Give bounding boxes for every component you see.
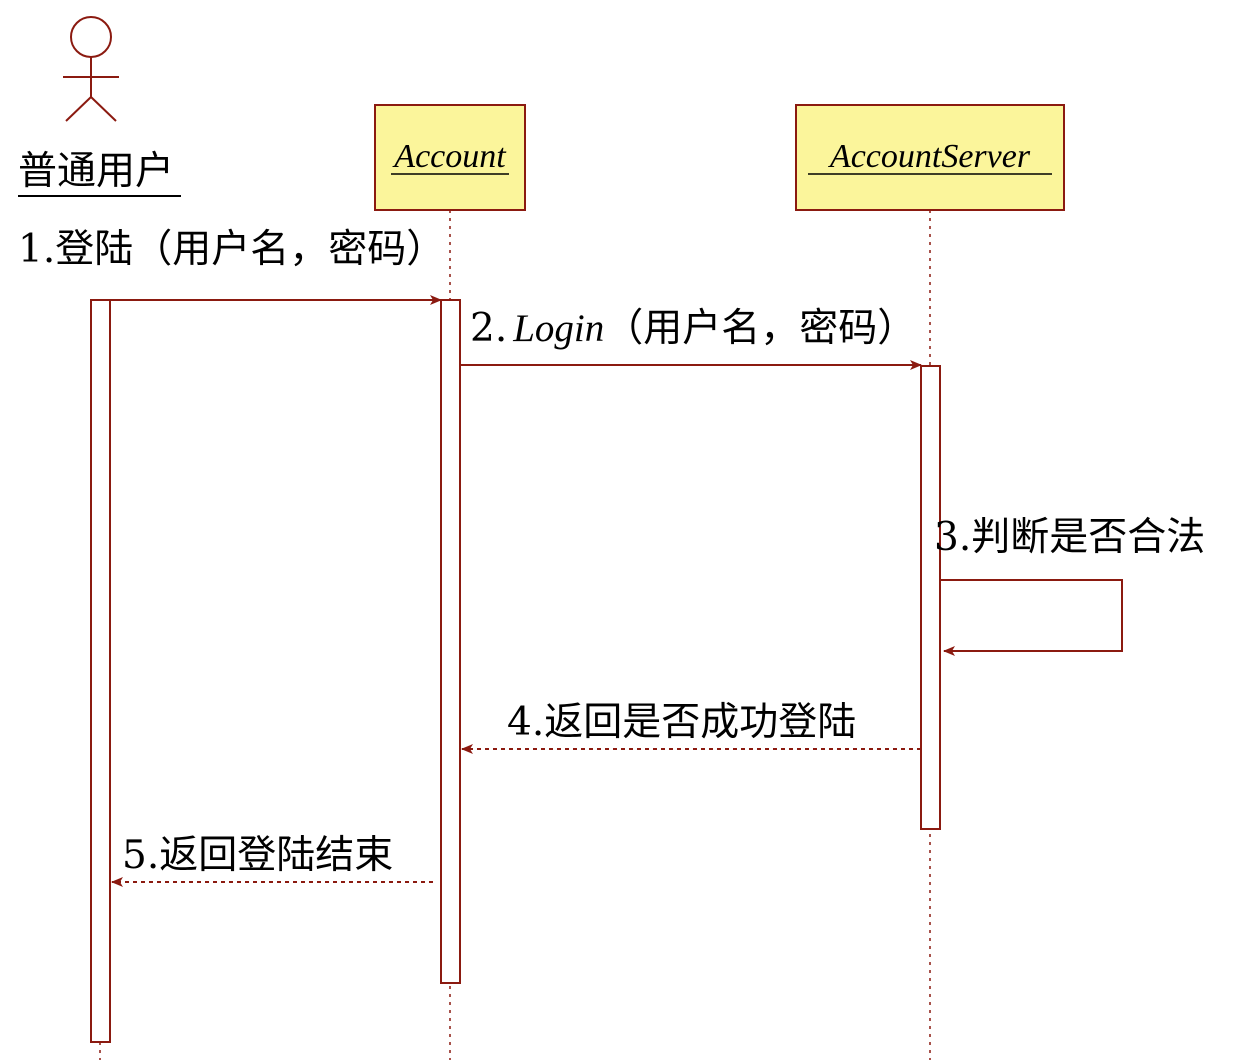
activation-bar-account bbox=[440, 299, 461, 984]
message-3-label: 3.判断是否合法 bbox=[934, 515, 1205, 560]
object-account-name: Account bbox=[392, 138, 507, 175]
message-5-text: 返回登陆结束 bbox=[159, 833, 393, 878]
object-accountserver-name: AccountServer bbox=[828, 138, 1031, 175]
message-3-number: 3. bbox=[934, 515, 971, 560]
message-5-number: 5. bbox=[122, 833, 159, 878]
activation-bar-accountserver bbox=[920, 365, 941, 830]
message-2-method: Login bbox=[512, 307, 604, 350]
message-4-number: 4. bbox=[507, 700, 544, 745]
message-2-number: 2. bbox=[470, 306, 507, 351]
message-3-text: 判断是否合法 bbox=[971, 515, 1205, 560]
object-account: Account bbox=[374, 104, 526, 211]
stick-figure-actor-icon bbox=[63, 16, 119, 122]
message-2-text: （用户名，密码） bbox=[604, 306, 916, 351]
actor-name: 普通用户 bbox=[18, 149, 174, 194]
message-1-number: 1. bbox=[18, 227, 55, 272]
message-3-arrow bbox=[940, 579, 1123, 656]
message-4-text: 返回是否成功登陆 bbox=[544, 700, 856, 745]
object-accountserver: AccountServer bbox=[795, 104, 1065, 211]
message-5-label: 5.返回登陆结束 bbox=[122, 833, 393, 878]
message-1-text: 登陆（用户名，密码） bbox=[55, 227, 445, 272]
message-1-label: 1.登陆（用户名，密码） bbox=[18, 227, 445, 272]
message-2-label: 2.Login（用户名，密码） bbox=[470, 306, 916, 351]
message-4-label: 4.返回是否成功登陆 bbox=[507, 700, 856, 745]
activation-bar-user bbox=[90, 299, 111, 1043]
